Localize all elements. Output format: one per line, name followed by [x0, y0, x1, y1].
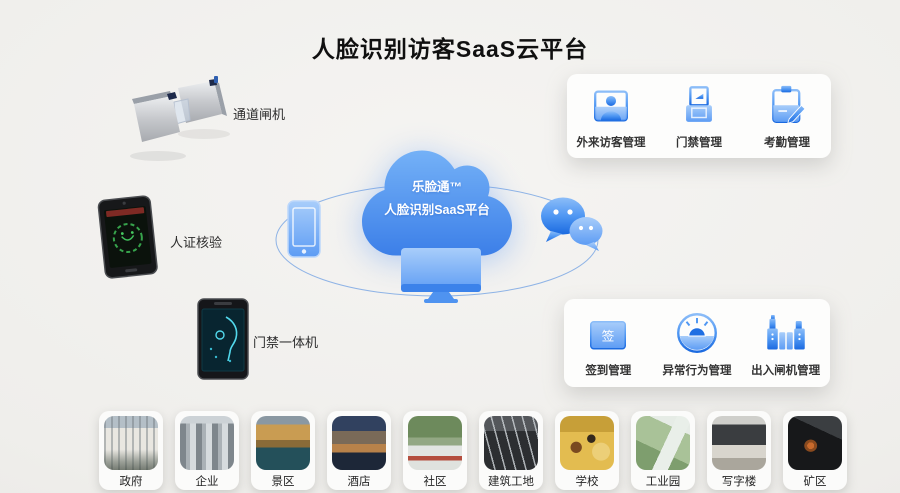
id-verification-label: 人证核验 — [170, 235, 223, 250]
scenario-card-industrial-park: 工业园 — [631, 411, 695, 490]
scenario-label: 社区 — [423, 476, 447, 488]
monitor-icon — [399, 246, 483, 309]
attendance-clipboard-icon — [772, 85, 806, 124]
checkin-calendar-icon: 签 — [590, 311, 627, 349]
scenario-label: 企业 — [195, 476, 219, 488]
scenario-photo-community — [408, 416, 462, 470]
scenario-label: 写字楼 — [721, 476, 757, 488]
management-item-label: 门禁管理 — [675, 136, 722, 149]
scenario-label: 政府 — [119, 476, 143, 488]
scenario-card-office-building: 写字楼 — [707, 411, 771, 490]
scenario-photo-scenic-area — [256, 416, 310, 470]
management-item-label: 外来访客管理 — [576, 136, 646, 149]
scenario-label: 学校 — [575, 476, 599, 488]
scenario-card-government: 政府 — [99, 411, 163, 490]
door-access-icon — [686, 85, 712, 122]
gate-machine-icon — [766, 314, 805, 349]
management-item-checkin: 签 签到管理 — [564, 309, 652, 378]
scenario-card-enterprise: 企业 — [175, 411, 239, 490]
visitor-badge-icon — [594, 89, 628, 122]
scenario-photo-industrial-park — [636, 416, 690, 470]
scenario-label: 景区 — [271, 476, 295, 488]
management-item-alarm: 异常行为管理 — [653, 309, 741, 378]
scenario-label: 工业园 — [645, 476, 681, 488]
turnstile-label: 通道闸机 — [233, 107, 286, 122]
management-item-gate: 出入闸机管理 — [742, 309, 830, 378]
cloud-platform-name: 人脸识别SaaS平台 — [384, 203, 490, 217]
management-item-visitor: 外来访客管理 — [567, 83, 654, 150]
phone-icon — [286, 199, 322, 264]
management-item-label: 出入闸机管理 — [751, 364, 821, 377]
alarm-icon — [677, 312, 717, 353]
scenario-card-school: 学校 — [555, 411, 619, 490]
scenario-label: 矿区 — [803, 476, 827, 488]
scenario-photo-hotel — [332, 416, 386, 470]
scenario-photo-enterprise — [180, 416, 234, 470]
scenario-label: 建筑工地 — [488, 476, 534, 488]
scenario-row: 政府 企业 景区 酒店 社区 建筑工地 学校 工业园 — [99, 411, 847, 490]
access-control-label: 门禁一体机 — [253, 335, 319, 350]
wechat-icon — [538, 195, 604, 258]
management-item-label: 考勤管理 — [763, 136, 810, 149]
scenario-photo-government — [104, 416, 158, 470]
management-item-label: 签到管理 — [585, 364, 632, 377]
cloud-platform-icon — [362, 143, 512, 268]
scenario-card-mining-area: 矿区 — [783, 411, 847, 490]
scenario-photo-school — [560, 416, 614, 470]
scenario-photo-construction-site — [484, 416, 538, 470]
cloud-text: 乐脸通™ 人脸识别SaaS平台 — [362, 176, 512, 222]
scenario-photo-mining-area — [788, 416, 842, 470]
scenario-card-scenic-area: 景区 — [251, 411, 315, 490]
management-panel-bottom: 签 签到管理 异常行为管理 — [564, 299, 830, 387]
scenario-card-hotel: 酒店 — [327, 411, 391, 490]
management-item-label: 异常行为管理 — [662, 364, 732, 377]
access-control-device-image — [196, 297, 250, 386]
scenario-card-construction-site: 建筑工地 — [479, 411, 543, 490]
management-item-door: 门禁管理 — [655, 83, 742, 150]
scenario-photo-office-building — [712, 416, 766, 470]
management-panel-top: 外来访客管理 门禁管理 考勤管理 — [567, 74, 831, 158]
management-item-attendance: 考勤管理 — [743, 83, 830, 150]
page-title: 人脸识别访客SaaS云平台 — [311, 36, 589, 62]
id-verification-device-image — [96, 193, 161, 285]
checkin-glyph: 签 — [602, 328, 615, 343]
scenario-label: 酒店 — [347, 476, 371, 488]
scenario-card-community: 社区 — [403, 411, 467, 490]
cloud-brand: 乐脸通™ — [411, 180, 462, 194]
turnstile-device-image — [126, 76, 238, 169]
